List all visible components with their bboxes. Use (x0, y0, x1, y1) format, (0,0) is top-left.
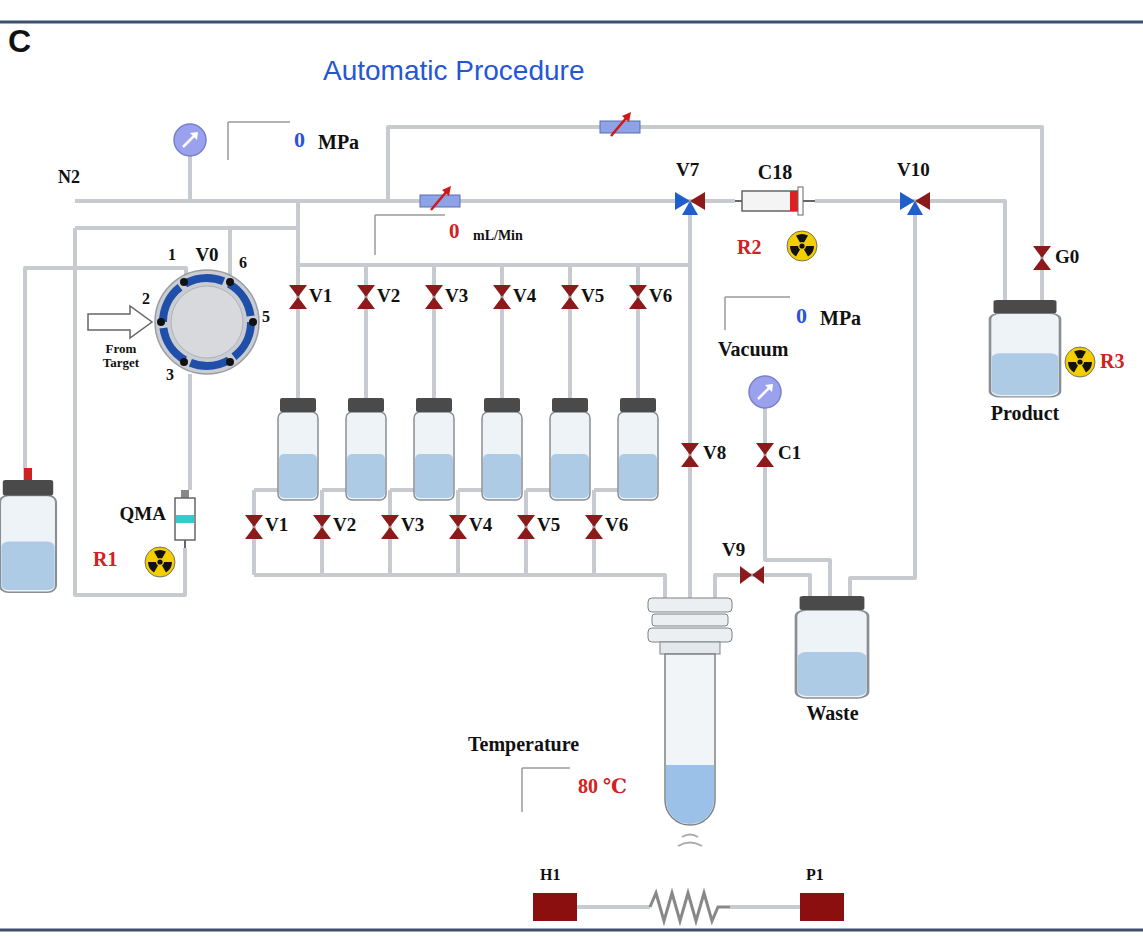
frame-border (0, 22, 1143, 930)
unit-label: mL/Min (473, 228, 523, 243)
pressure-gauge (174, 124, 206, 156)
reagent-vials (278, 398, 658, 500)
readout-value: 0 (449, 220, 460, 243)
valve-label: V4 (469, 515, 492, 536)
readout-value: 0 (294, 128, 305, 152)
flow-controller (600, 112, 640, 136)
vial-node: Product (988, 300, 1062, 398)
radiation-label: R2 (737, 236, 761, 258)
left-vial (0, 468, 56, 592)
port-number: 2 (142, 290, 150, 308)
pipe-connector (188, 374, 192, 490)
rotary-valve (155, 270, 259, 374)
title-text: Automatic Procedure (323, 56, 584, 87)
flow-controller (420, 186, 460, 210)
readout-value: 80 ℃ (578, 775, 627, 797)
node-label: QMA (120, 504, 166, 525)
valve-label: V2 (377, 286, 400, 307)
valve-label: V7 (676, 160, 699, 181)
readout-value: 0 (796, 304, 807, 328)
radiation-label: R1 (93, 548, 117, 570)
rotary-valve-node: V0 (155, 270, 259, 374)
valve-label: V3 (445, 286, 468, 307)
port-number: 3 (166, 366, 174, 384)
vacuum-gauge (749, 376, 781, 408)
c18-cartridge (735, 187, 815, 215)
valve-label: V3 (401, 515, 424, 536)
gas-label: N2 (58, 168, 80, 188)
valve-label: V6 (649, 286, 672, 307)
unit-label: MPa (318, 131, 359, 153)
valve-label: V2 (333, 515, 356, 536)
reaction-vessel (648, 598, 732, 825)
qma-cartridge (175, 490, 195, 548)
valves (245, 192, 1051, 584)
valve-label: V5 (581, 286, 604, 307)
valve-label: V9 (722, 540, 745, 561)
readout-label: Temperature (468, 733, 579, 755)
pipes (25, 127, 1042, 907)
port-number: 6 (239, 254, 247, 272)
waste-vial (796, 596, 868, 698)
cartridge-node: C18 (735, 187, 815, 215)
valve-label: V4 (513, 286, 536, 307)
radiation-label: R3 (1100, 350, 1124, 372)
valve-label: C1 (778, 443, 801, 464)
valve-label: V1 (309, 286, 332, 307)
terminal-label: H1 (540, 866, 560, 884)
pipe-connector (815, 201, 915, 596)
node-label: C18 (758, 161, 792, 183)
valve-label: G0 (1055, 247, 1079, 268)
product-vial (990, 300, 1060, 397)
radiation-symbols (145, 231, 1095, 577)
port-number: 1 (168, 246, 176, 264)
valve-label: V1 (265, 515, 288, 536)
terminal-label: P1 (806, 866, 824, 884)
node-label: Product (991, 402, 1060, 424)
valve-label: V6 (605, 515, 628, 536)
input-arrow (88, 306, 152, 338)
input-label: From Target (94, 342, 148, 371)
heater (533, 835, 844, 922)
vial-node: Waste (795, 596, 870, 698)
port-number: 5 (262, 308, 270, 326)
node-label: Waste (806, 702, 858, 724)
valve-label: V5 (537, 515, 560, 536)
unit-label: MPa (820, 307, 861, 329)
valve-label: V8 (703, 443, 726, 464)
pipe-connector (815, 201, 1005, 300)
cartridge-node: QMA (174, 490, 196, 548)
panel-letter: C (8, 24, 31, 59)
gauge-label: Vacuum (718, 338, 788, 360)
node-label: V0 (195, 245, 218, 266)
valve-label: V10 (897, 160, 930, 181)
